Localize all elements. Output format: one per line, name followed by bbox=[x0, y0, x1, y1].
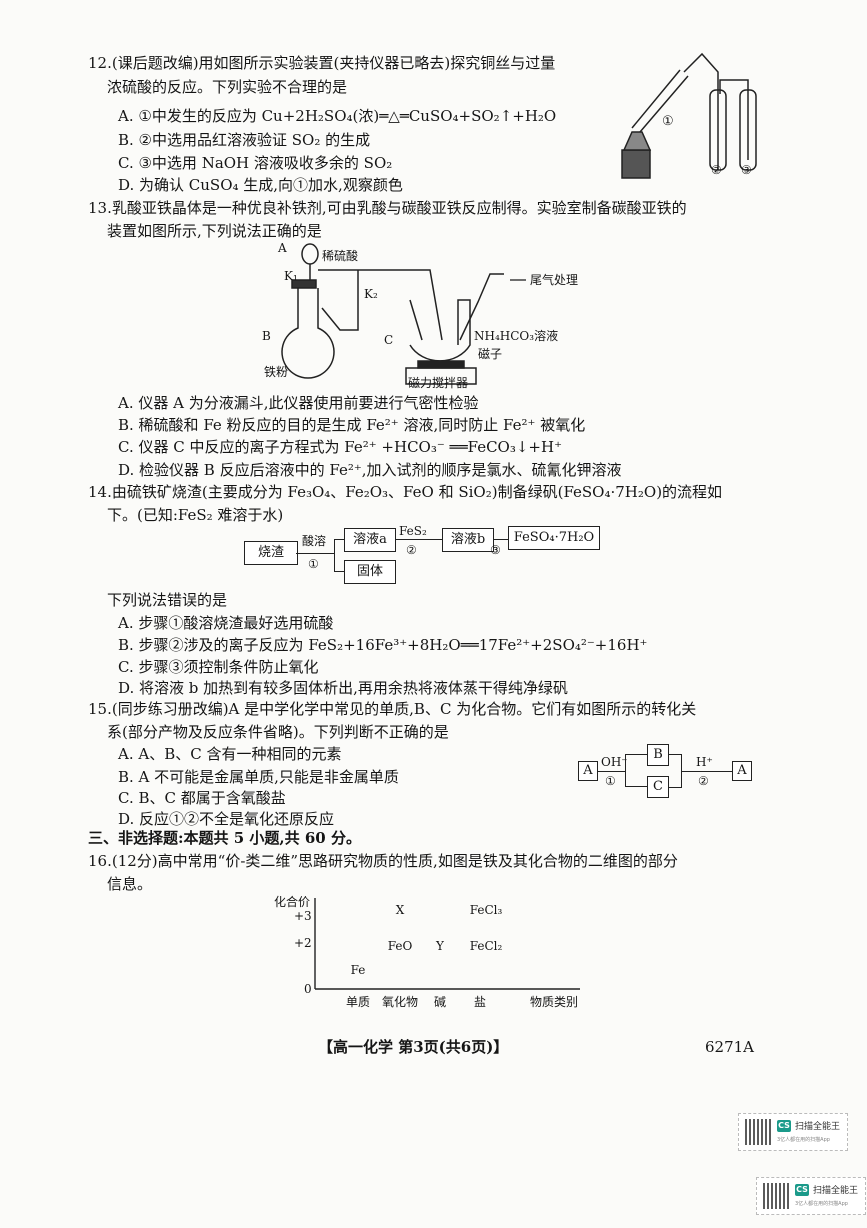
ytick-plus3: +3 bbox=[294, 909, 312, 923]
flow-h: H⁺ bbox=[696, 755, 713, 769]
flow-n1: ① bbox=[605, 774, 616, 788]
q14-option-a: A. 步骤①酸溶烧渣最好选用硫酸 bbox=[118, 614, 334, 632]
flow-step3-number: ③ bbox=[490, 543, 501, 557]
q13-option-a: A. 仪器 A 为分液漏斗,此仪器使用前要进行气密性检验 bbox=[118, 394, 479, 412]
q14-stem-line2: 下。(已知:FeS₂ 难溶于水) bbox=[107, 506, 284, 524]
q16-stem-line2: 信息。 bbox=[107, 875, 153, 893]
flow-slag: 烧渣 bbox=[244, 541, 298, 565]
label-nh4hco3: NH₄HCO₃溶液 bbox=[474, 328, 558, 343]
category-label: 氧化物 bbox=[382, 995, 418, 1009]
label-dilute-acid: 稀硫酸 bbox=[322, 248, 358, 263]
flow-product: FeSO₄·7H₂O bbox=[508, 526, 600, 550]
watermark-sub: 3亿人都在用的扫描App bbox=[795, 1201, 848, 1207]
label-iron-powder: 铁粉 bbox=[264, 365, 288, 379]
flow-a: A bbox=[578, 761, 598, 781]
q12-option-a: A. ①中发生的反应为 Cu+2H₂SO₄(浓)═△═CuSO₄+SO₂↑+H₂… bbox=[118, 107, 557, 125]
q12-option-b: B. ②中选用品红溶液验证 SO₂ 的生成 bbox=[118, 131, 371, 149]
point-label: Y bbox=[435, 939, 445, 953]
q15-stem-line2: 系(部分产物及反应条件省略)。下列判断不正确的是 bbox=[107, 723, 449, 741]
label-stirrer: 磁力搅拌器 bbox=[408, 375, 468, 390]
scanner-watermark: CS 扫描全能王 3亿人都在用的扫描App bbox=[738, 1113, 848, 1151]
label-a: A bbox=[277, 241, 287, 255]
q13-option-c: C. 仪器 C 中反应的离子方程式为 Fe²⁺ +HCO₃⁻ ══FeCO₃↓+… bbox=[118, 438, 562, 456]
q14-stem-line1: 14.由硫铁矿烧渣(主要成分为 Fe₃O₄、Fe₂O₃、FeO 和 SiO₂)制… bbox=[88, 483, 723, 501]
y-axis-label: 化合价 bbox=[274, 894, 310, 909]
point-label: FeCl₃ bbox=[470, 903, 503, 917]
qr-code-icon bbox=[745, 1119, 771, 1145]
watermark-sub: 3亿人都在用的扫描App bbox=[777, 1137, 830, 1143]
q12-label-1: ① bbox=[662, 114, 674, 129]
camscanner-logo: CS bbox=[795, 1184, 809, 1196]
q13-stem-line2: 装置如图所示,下列说法正确的是 bbox=[107, 222, 322, 240]
point-label: FeCl₂ bbox=[470, 939, 503, 953]
q16-valence-class-figure: 化合价 物质类别 +3 +2 0 单质氧化物 碱 盐 Fe X FeO Y FeCl₃ FeC… bbox=[274, 894, 580, 1009]
ytick-zero: 0 bbox=[304, 982, 312, 996]
q15-option-a: A. A、B、C 含有一种相同的元素 bbox=[118, 745, 342, 763]
label-stir-bar: 磁子 bbox=[478, 346, 502, 361]
q12-option-d: D. 为确认 CuSO₄ 生成,向①加水,观察颜色 bbox=[118, 176, 403, 194]
label-exhaust: 尾气处理 bbox=[530, 272, 578, 287]
q13-option-b: B. 稀硫酸和 Fe 粉反应的目的是生成 Fe²⁺ 溶液,同时防止 Fe²⁺ 被… bbox=[118, 416, 586, 434]
ytick-plus2: +2 bbox=[294, 936, 312, 950]
q15-option-d: D. 反应①②不全是氧化还原反应 bbox=[118, 810, 335, 828]
q12-apparatus-figure: ① ② ③ bbox=[621, 52, 757, 179]
q12-label-3: ③ bbox=[741, 163, 752, 177]
footer-page-title: 【高一化学 第3页(共6页)】 bbox=[318, 1038, 509, 1056]
camscanner-logo: CS bbox=[777, 1120, 791, 1132]
flow-solid: 固体 bbox=[344, 560, 396, 584]
flow-solution-b: 溶液b bbox=[442, 528, 494, 552]
flow-b: B bbox=[647, 744, 669, 766]
x-axis-label: 物质类别 bbox=[530, 995, 578, 1009]
q12-stem-line2: 浓硫酸的反应。下列实验不合理的是 bbox=[107, 78, 348, 96]
point-label: FeO bbox=[388, 939, 413, 953]
q16-stem-line1: 16.(12分)高中常用“价-类二维”思路研究物质的性质,如图是铁及其化合物的二… bbox=[88, 852, 678, 870]
q14-prompt: 下列说法错误的是 bbox=[107, 591, 228, 609]
q14-option-c: C. 步骤③须控制条件防止氧化 bbox=[118, 658, 319, 676]
q13-option-d: D. 检验仪器 B 反应后溶液中的 Fe²⁺,加入试剂的顺序是氯水、硫氰化钾溶液 bbox=[118, 461, 622, 479]
category-label: 碱 bbox=[434, 995, 446, 1009]
flow-a-product: A bbox=[732, 761, 752, 781]
q15-stem-line1: 15.(同步练习册改编)A 是中学化学中常见的单质,B、C 为化合物。它们有如图… bbox=[88, 700, 697, 718]
watermark-brand: 扫描全能王 bbox=[813, 1186, 859, 1196]
section-3-heading: 三、非选择题:本题共 5 小题,共 60 分。 bbox=[88, 829, 361, 847]
watermark-brand: 扫描全能王 bbox=[795, 1122, 841, 1132]
footer-code: 6271A bbox=[705, 1038, 755, 1056]
flow-step1-number: ① bbox=[308, 557, 319, 571]
q15-option-b: B. A 不可能是金属单质,只能是非金属单质 bbox=[118, 768, 399, 786]
flow-reagent-fes2: FeS₂ bbox=[399, 524, 427, 538]
label-b: B bbox=[262, 329, 271, 343]
point-label: X bbox=[396, 903, 405, 917]
q15-option-c: C. B、C 都属于含氧酸盐 bbox=[118, 789, 286, 807]
flow-solution-a: 溶液a bbox=[344, 528, 396, 552]
flow-c: C bbox=[647, 776, 669, 798]
point-label: Fe bbox=[351, 963, 366, 977]
category-label: 单质 bbox=[346, 995, 370, 1009]
flow-oh: OH⁻ bbox=[601, 755, 628, 769]
flow-step1-label: 酸溶 bbox=[302, 534, 327, 548]
flow-step2-number: ② bbox=[406, 543, 417, 557]
label-c: C bbox=[384, 333, 393, 347]
label-k1: K₁ bbox=[284, 269, 298, 283]
scanner-watermark: CS 扫描全能王 3亿人都在用的扫描App bbox=[756, 1177, 866, 1215]
label-k2: K₂ bbox=[364, 287, 378, 301]
q14-option-d: D. 将溶液 b 加热到有较多固体析出,再用余热将液体蒸干得纯净绿矾 bbox=[118, 679, 568, 697]
q12-label-2: ② bbox=[711, 163, 722, 177]
q12-option-c: C. ③中选用 NaOH 溶液吸收多余的 SO₂ bbox=[118, 154, 393, 172]
qr-code-icon bbox=[763, 1183, 789, 1209]
q14-option-b: B. 步骤②涉及的离子反应为 FeS₂+16Fe³⁺+8H₂O══17Fe²⁺+… bbox=[118, 636, 648, 654]
q12-stem-line1: 12.(课后题改编)用如图所示实验装置(夹持仪器已略去)探究铜丝与过量 bbox=[88, 54, 556, 72]
q13-apparatus-figure: A 稀硫酸 K₁ K₂ B 铁粉 C NH₄HCO₃溶液 磁子 磁力搅拌器 尾气… bbox=[262, 241, 578, 390]
category-label: 盐 bbox=[474, 995, 486, 1009]
q13-stem-line1: 13.乳酸亚铁晶体是一种优良补铁剂,可由乳酸与碳酸亚铁反应制得。实验室制备碳酸亚… bbox=[88, 199, 687, 217]
flow-n2: ② bbox=[698, 774, 709, 788]
